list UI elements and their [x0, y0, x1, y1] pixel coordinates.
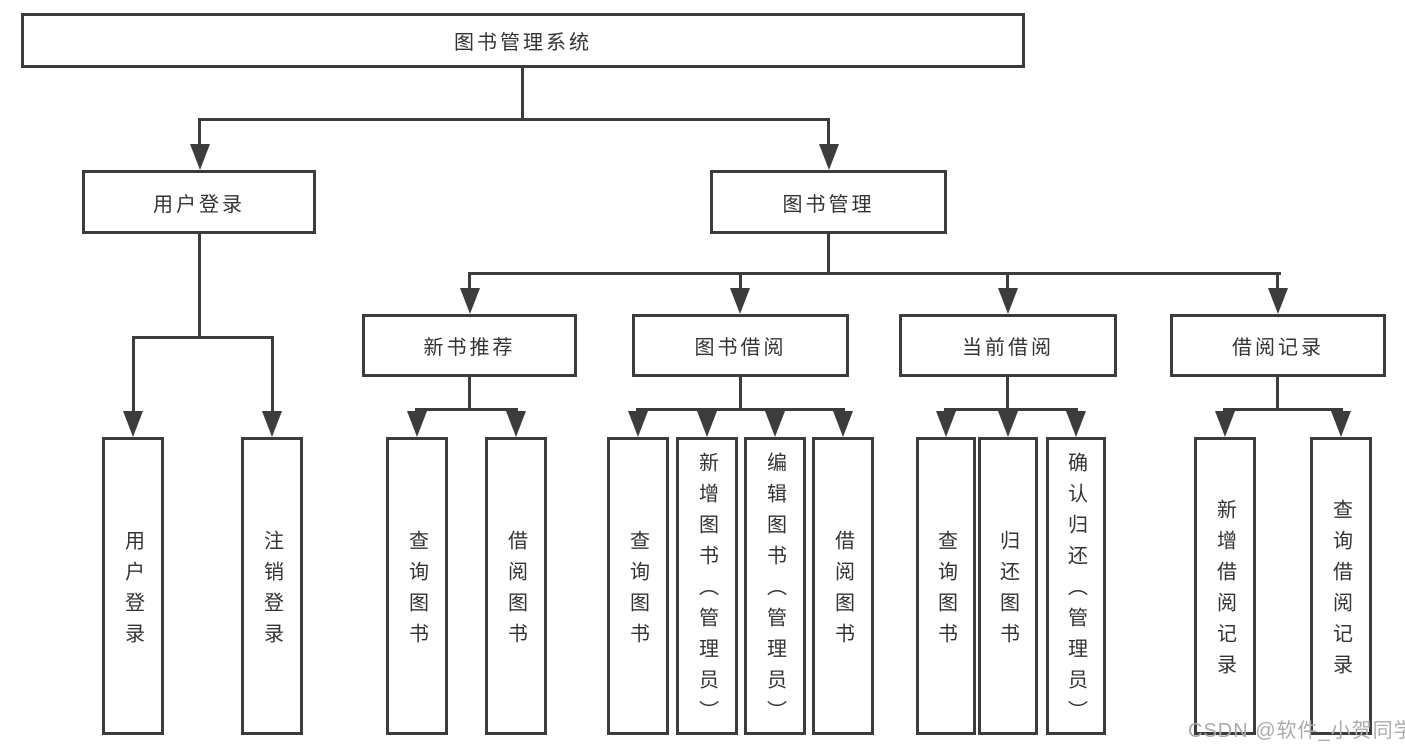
connector-userlogin-stem: [198, 234, 201, 336]
leaf-label: 查询图书: [405, 529, 428, 654]
node-new-book-recommendation: 新书推荐: [362, 314, 577, 377]
leaf-label: 新增借阅记录: [1213, 498, 1236, 685]
leaf-add-books-admin: 新增图书（管理员）: [676, 437, 738, 735]
leaf-borrow-books-recommend: 借阅图书: [485, 437, 547, 735]
arrow-down-icon: [1215, 411, 1235, 437]
arrow-down-icon: [190, 144, 210, 170]
node-label: 新书推荐: [423, 337, 516, 359]
leaf-add-borrow-record: 新增借阅记录: [1194, 437, 1256, 735]
connector-root-hline: [198, 118, 830, 121]
connector-bookmgmt-hline: [468, 272, 1281, 275]
connector-userlogin-drop2: [271, 336, 274, 413]
arrow-down-icon: [833, 411, 853, 437]
connector-root-stem: [521, 68, 524, 118]
leaf-query-books-recommend: 查询图书: [386, 437, 448, 735]
leaf-label: 查询图书: [934, 529, 957, 654]
leaf-label: 借阅图书: [504, 529, 527, 654]
leaf-label: 用户登录: [121, 529, 144, 654]
leaf-label: 确认归还（管理员）: [1064, 452, 1087, 731]
leaf-edit-books-admin: 编辑图书（管理员）: [744, 437, 806, 735]
csdn-watermark: CSDN @软件_小贺同学: [1188, 720, 1405, 742]
node-book-borrowing: 图书借阅: [632, 314, 849, 377]
leaf-label: 新增图书（管理员）: [695, 452, 718, 731]
leaf-query-books-current: 查询图书: [916, 437, 976, 735]
node-label: 借阅记录: [1232, 337, 1324, 359]
connector-newbook-hline: [415, 408, 518, 411]
connector-userlogin-drop1: [132, 336, 135, 413]
connector-bookmgmt-drop2: [739, 272, 742, 290]
arrow-down-icon: [460, 288, 480, 314]
connector-current-hline: [944, 408, 1078, 411]
connector-records-hline: [1223, 408, 1343, 411]
connector-root-drop-right: [827, 118, 830, 146]
arrow-down-icon: [1268, 288, 1288, 314]
leaf-logout: 注销登录: [241, 437, 303, 735]
node-label: 图书管理: [782, 193, 875, 216]
node-root-library-system: 图书管理系统: [21, 13, 1025, 68]
leaf-query-borrow-record: 查询借阅记录: [1310, 437, 1372, 735]
connector-bookmgmt-stem: [827, 234, 830, 272]
arrow-down-icon: [998, 288, 1018, 314]
node-label: 图书管理系统: [454, 32, 592, 54]
leaf-label: 查询图书: [626, 529, 649, 654]
leaf-borrow-books: 借阅图书: [812, 437, 874, 735]
connector-borrow-stem: [739, 377, 742, 408]
leaf-label: 借阅图书: [831, 529, 854, 654]
node-user-login: 用户登录: [82, 170, 316, 234]
arrow-down-icon: [697, 411, 717, 437]
arrow-down-icon: [765, 411, 785, 437]
arrow-down-icon: [1066, 411, 1086, 437]
connector-records-stem: [1276, 377, 1279, 408]
leaf-return-books: 归还图书: [978, 437, 1038, 735]
connector-borrow-hline: [636, 408, 845, 411]
leaf-label: 归还图书: [996, 529, 1019, 654]
connector-root-drop-left: [198, 118, 201, 146]
node-current-borrowing: 当前借阅: [899, 314, 1117, 377]
leaf-label: 注销登录: [260, 529, 283, 654]
node-book-management: 图书管理: [710, 170, 947, 234]
node-borrowing-records: 借阅记录: [1170, 314, 1386, 377]
arrow-down-icon: [262, 411, 282, 437]
leaf-label: 编辑图书（管理员）: [763, 452, 786, 731]
arrow-down-icon: [819, 144, 839, 170]
arrow-down-icon: [628, 411, 648, 437]
connector-bookmgmt-drop4: [1276, 272, 1279, 290]
connector-bookmgmt-drop1: [468, 272, 471, 290]
arrow-down-icon: [123, 411, 143, 437]
connector-userlogin-hline: [132, 336, 274, 339]
leaf-confirm-return-admin: 确认归还（管理员）: [1046, 437, 1106, 735]
arrow-down-icon: [730, 288, 750, 314]
arrow-down-icon: [998, 411, 1018, 437]
leaf-label: 查询借阅记录: [1329, 498, 1352, 685]
arrow-down-icon: [506, 411, 526, 437]
node-label: 用户登录: [153, 193, 245, 216]
node-label: 图书借阅: [694, 337, 787, 359]
connector-newbook-stem: [468, 377, 471, 408]
arrow-down-icon: [1331, 411, 1351, 437]
node-label: 当前借阅: [962, 337, 1054, 359]
arrow-down-icon: [407, 411, 427, 437]
connector-current-stem: [1006, 377, 1009, 408]
connector-bookmgmt-drop3: [1006, 272, 1009, 290]
leaf-query-books-borrow: 查询图书: [607, 437, 669, 735]
leaf-user-login: 用户登录: [102, 437, 164, 735]
arrow-down-icon: [936, 411, 956, 437]
